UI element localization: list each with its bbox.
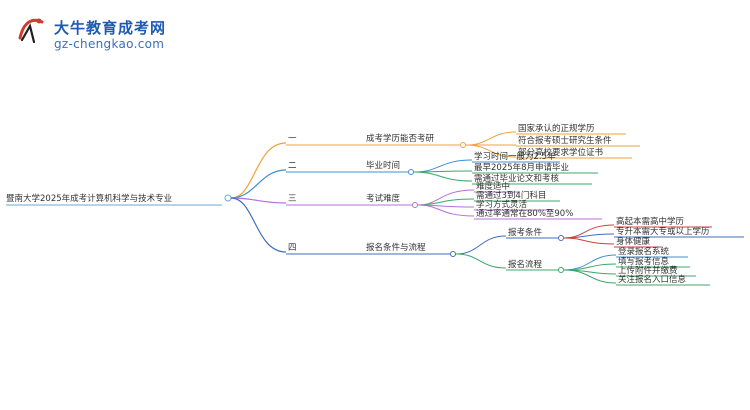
leaf-2-1: 学习时间一般为2.5年 <box>474 151 556 162</box>
logo-icon <box>18 18 44 44</box>
site-header: 大牛教育成考网 gz-chengkao.com <box>0 0 750 60</box>
leaf-1-2: 符合报考硕士研究生条件 <box>518 135 612 146</box>
branch-2-title: 毕业时间 <box>366 160 400 171</box>
group-4-1-title: 报考条件 <box>508 227 543 238</box>
branch-1-num: 一 <box>288 134 297 144</box>
edge-3-1 <box>417 189 475 206</box>
edge-branch-1 <box>230 142 287 199</box>
edge-4-group-1 <box>455 235 507 255</box>
edge-1-3 <box>465 144 517 158</box>
branch-4-title: 报名条件与流程 <box>366 242 426 253</box>
leaf-4-2-1: 登录报名系统 <box>618 246 670 257</box>
edge-4-2-1 <box>563 254 617 271</box>
edge-4-group-2 <box>455 253 507 269</box>
edge-4-1-3 <box>563 237 615 245</box>
leaf-2-2: 最早2025年8月申请毕业 <box>474 162 569 173</box>
leaf-4-1-2: 专升本需大专或以上学历 <box>616 226 710 237</box>
root-connector <box>224 194 232 202</box>
leaf-1-3: 部分高校要求学位证书 <box>518 147 604 158</box>
leaf-3-1: 难度适中 <box>476 181 510 192</box>
group-4-1-connector <box>558 235 564 241</box>
edge-branch-2 <box>230 169 287 199</box>
branch-3-connector <box>412 202 418 208</box>
branch-3-title: 考试难度 <box>366 193 401 204</box>
branch-4-connector <box>450 251 456 257</box>
leaf-1-1: 国家承认的正规学历 <box>518 123 595 134</box>
edge-branch-3 <box>230 197 287 204</box>
group-4-2-title: 报名流程 <box>508 259 543 270</box>
branch-2-num: 二 <box>288 161 297 171</box>
edge-4-2-4 <box>563 269 617 284</box>
leaf-3-3: 学习方式灵活 <box>476 199 528 210</box>
leaf-3-4: 通过率通常在80%至90% <box>476 208 573 219</box>
leaf-2-3: 需通过毕业论文和考核 <box>474 173 560 184</box>
branch-1-title: 成考学历能否考研 <box>366 133 435 144</box>
leaf-4-2-4: 关注报名入口信息 <box>618 274 687 285</box>
leaf-4-2-3: 上传附件并缴费 <box>618 265 678 276</box>
root-node: 暨南大学2025年成考计算机科学与技术专业 <box>6 193 172 204</box>
branch-1-connector <box>460 142 466 148</box>
site-url[interactable]: gz-chengkao.com <box>54 37 165 51</box>
leaf-4-1-1: 高起本需高中学历 <box>616 216 685 227</box>
edge-3-4 <box>417 204 475 217</box>
edge-3-2 <box>417 198 475 206</box>
edge-4-1-2 <box>563 233 615 239</box>
edge-branch-4 <box>230 197 287 253</box>
group-4-2-connector <box>558 267 564 273</box>
site-logo[interactable] <box>12 12 48 48</box>
edge-1-1 <box>465 131 517 146</box>
brand-name[interactable]: 大牛教育成考网 <box>54 19 167 37</box>
edge-2-3 <box>413 171 473 182</box>
leaf-3-2: 需通过3到4门科目 <box>476 190 546 201</box>
edge-2-1 <box>413 159 473 173</box>
branch-4-num: 四 <box>288 243 297 253</box>
leaf-4-1-3: 身体健康 <box>616 236 651 247</box>
branch-3-num: 三 <box>288 194 297 204</box>
branch-2-connector <box>408 169 414 175</box>
leaf-4-2-2: 填写报考信息 <box>618 256 670 267</box>
